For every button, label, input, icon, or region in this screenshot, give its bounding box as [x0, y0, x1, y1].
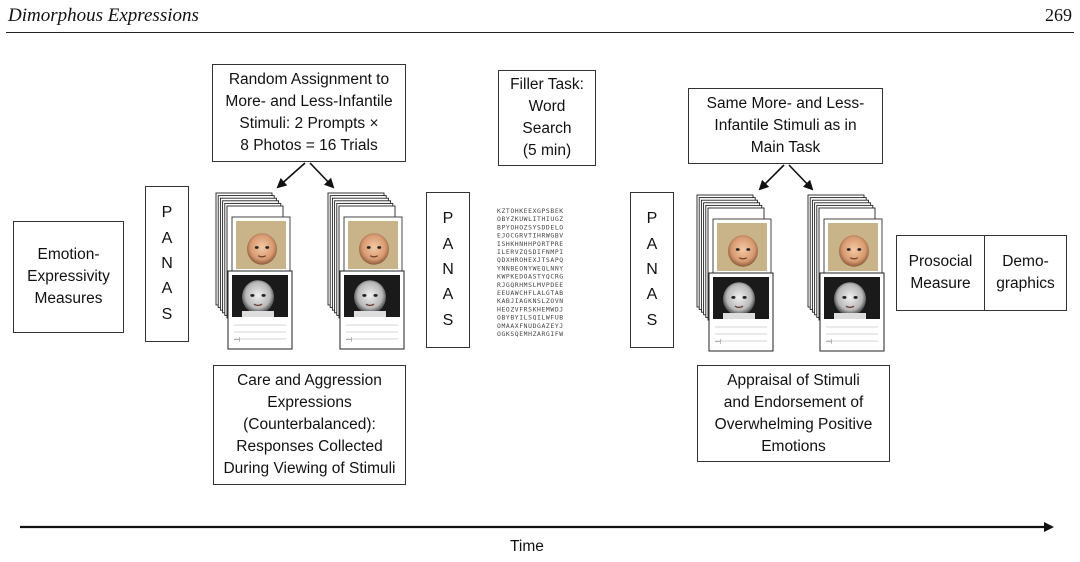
svg-text:HEOZVFRSKHEMWDJ: HEOZVFRSKHEMWDJ [497, 305, 564, 313]
svg-text:KABJIAGKNSLZOVN: KABJIAGKNSLZOVN [497, 297, 564, 305]
random-assignment-box: Random Assignment to More- and Less-Infa… [212, 64, 406, 162]
svg-text:EEUAWCHFLALGTAB: EEUAWCHFLALGTAB [497, 289, 564, 297]
running-head: Dimorphous Expressions [8, 5, 199, 26]
appraisal-box: Appraisal of Stimuli and Endorsement of … [697, 365, 890, 462]
svg-text:QDXHROHEXJTSAPQ: QDXHROHEXJTSAPQ [497, 256, 564, 264]
svg-text:BPYOHOZSYSDDELO: BPYOHOZSYSDDELO [497, 223, 564, 231]
svg-text:ILERVZQSDIFNMPI: ILERVZQSDIFNMPI [497, 248, 564, 256]
photo-stack-2: —| [327, 192, 405, 350]
word-search-grid: KZTOHKEEXGPSBEKOBYZKUWLITHIUGZBPYOHOZSYS… [497, 207, 564, 338]
filler-task-box: Filler Task: Word Search (5 min) [498, 70, 596, 166]
svg-text:KZTOHKEEXGPSBEK: KZTOHKEEXGPSBEK [497, 207, 564, 215]
svg-text:OBYZKUWLITHIUGZ: OBYZKUWLITHIUGZ [497, 215, 564, 223]
svg-text:—|: —| [826, 339, 832, 345]
arrow-left-2 [758, 164, 785, 191]
timeline-label: Time [510, 538, 544, 555]
svg-text:—|: —| [346, 337, 352, 343]
page-number: 269 [1045, 5, 1072, 25]
arrow-left-1 [276, 162, 306, 189]
photo-stack-4: —| [807, 194, 885, 352]
care-aggression-box: Care and Aggression Expressions (Counter… [213, 365, 406, 485]
arrow-right-2 [788, 164, 814, 191]
same-stimuli-box: Same More- and Less- Infantile Stimuli a… [688, 88, 883, 164]
svg-text:OBYBYILSQILWFUB: OBYBYILSQILWFUB [497, 314, 564, 322]
svg-text:OGKSQEMHZARGIFW: OGKSQEMHZARGIFW [497, 330, 564, 338]
svg-text:ISHKHNHHPORTPRE: ISHKHNHHPORTPRE [497, 240, 564, 248]
svg-text:—|: —| [234, 337, 240, 343]
photo-stack-3: —| [696, 194, 774, 352]
header-rule [6, 32, 1074, 33]
prosocial-measure-box: Prosocial Measure [896, 235, 985, 311]
svg-text:EJOCGRVTIHRWGBV: EJOCGRVTIHRWGBV [497, 232, 564, 240]
svg-text:KWPKEDOASTYQCRG: KWPKEDOASTYQCRG [497, 273, 564, 281]
photo-stack-1: —| [215, 192, 293, 350]
arrow-right-1 [309, 162, 335, 189]
svg-text:—|: —| [715, 339, 721, 345]
svg-text:OMAAXFNUDGAZEYJ: OMAAXFNUDGAZEYJ [497, 322, 564, 330]
svg-text:YNNBEONYWEQLNNY: YNNBEONYWEQLNNY [497, 264, 564, 272]
svg-text:RJGQRHMSLMVPDEE: RJGQRHMSLMVPDEE [497, 281, 564, 289]
emotion-expressivity-box: Emotion- Expressivity Measures [13, 221, 124, 333]
demographics-box: Demo- graphics [984, 235, 1067, 311]
